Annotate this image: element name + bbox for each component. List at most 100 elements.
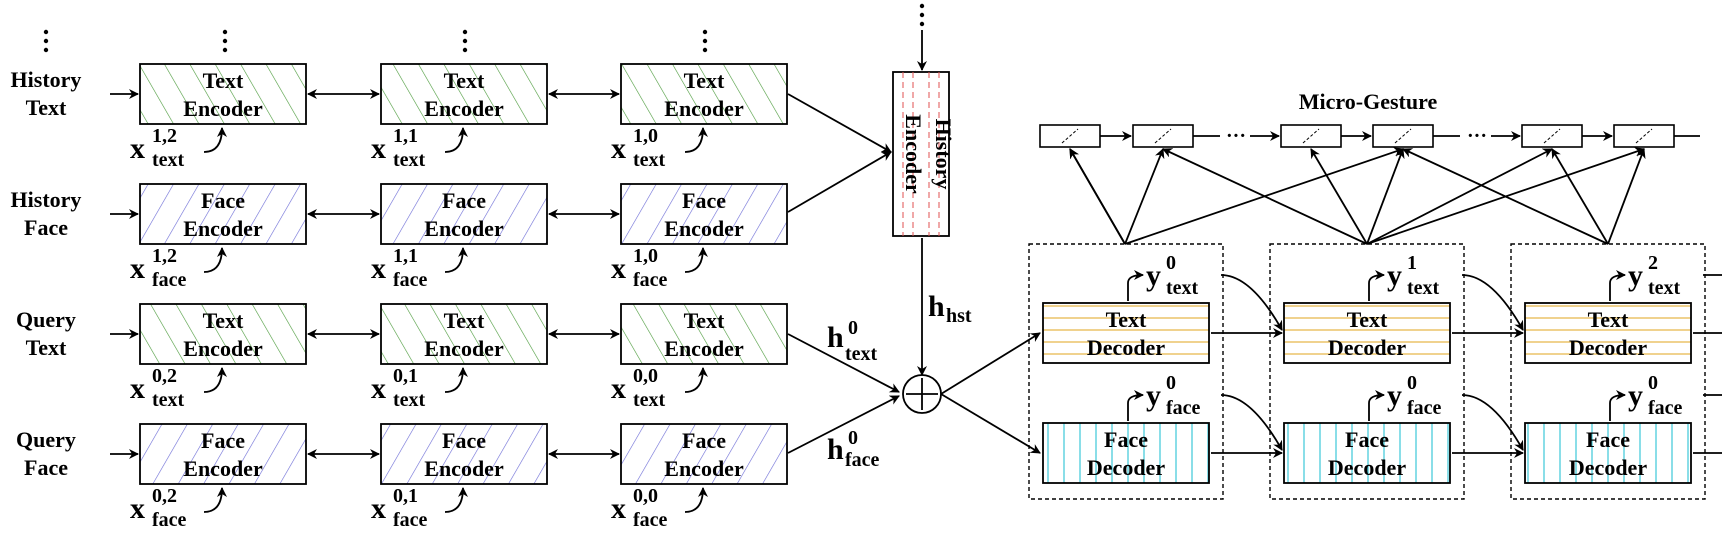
svg-text:face: face [393,509,428,531]
svg-text:text: text [845,343,878,365]
encoder-label-line1: Text [203,308,244,333]
svg-text:h: h [928,290,945,323]
svg-text:h: h [827,433,844,466]
svg-text:0: 0 [848,427,858,449]
encoder-label-line1: Face [201,188,245,213]
svg-text:text: text [393,389,426,411]
history-encoder: History Encoder [892,71,956,237]
svg-text:0: 0 [1407,372,1417,394]
row-label-query-text-2: Text [26,335,67,360]
micro-gesture-cell [1039,124,1101,148]
encoder-label-line1: Face [682,188,726,213]
svg-text:y: y [1146,379,1161,412]
history-encoder-label-1: History [931,119,956,190]
row-label-history-face-1: History [11,187,82,212]
encoder-label-line2: Encoder [424,456,504,481]
svg-text:h: h [827,321,844,354]
row-label-query-face-1: Query [16,427,76,452]
micro-gesture-cell [1280,124,1342,148]
svg-text:x: x [130,372,145,405]
svg-text:hst: hst [946,305,972,327]
svg-text:face: face [633,509,668,531]
text-decoder-label-2: Decoder [1569,335,1647,360]
encoder-label-line1: Face [201,428,245,453]
row-label-query-text-1: Query [16,307,76,332]
svg-text:x: x [371,372,386,405]
svg-text:0: 0 [1648,372,1658,394]
h-face-label: h face 0 [827,427,880,471]
encoder-label-line2: Encoder [664,456,744,481]
svg-text:face: face [1407,397,1442,419]
face-decoder-label-2: Decoder [1087,455,1165,480]
encoder-label-line1: Text [444,68,485,93]
micro-gesture-title: Micro-Gesture [1299,89,1438,114]
row-label-history-face-2: Face [24,215,68,240]
svg-text:x: x [611,372,626,405]
face-decoder-label-2: Decoder [1569,455,1647,480]
svg-text:x: x [611,492,626,525]
row-label-history-text-1: History [11,67,82,92]
svg-text:face: face [152,509,187,531]
svg-text:1,1: 1,1 [393,245,418,267]
svg-text:0,2: 0,2 [152,365,177,387]
svg-text:text: text [633,389,666,411]
svg-text:0: 0 [1166,252,1176,274]
encoder-label-line2: Encoder [664,96,744,121]
svg-text:1,0: 1,0 [633,125,658,147]
encoder-label-line2: Encoder [424,96,504,121]
svg-text:face: face [633,269,668,291]
svg-text:y: y [1387,259,1402,292]
micro-gesture-chain: ······ [1039,124,1700,245]
text-decoder-label-2: Decoder [1087,335,1165,360]
h-text-label: h text 0 [827,317,878,365]
encoder-label-line1: Face [682,428,726,453]
svg-text:text: text [152,149,185,171]
encoder-label-line1: Text [684,68,725,93]
sum-node [902,332,1041,454]
svg-text:x: x [611,252,626,285]
svg-text:face: face [152,269,187,291]
history-arrows [787,30,927,454]
face-decoder-label-1: Face [1345,427,1389,452]
svg-text:x: x [371,492,386,525]
micro-gesture-cell [1132,124,1194,148]
micro-gesture-cell [1613,124,1675,148]
svg-text:face: face [845,449,880,471]
row-label-query-face-2: Face [24,455,68,480]
svg-text:x: x [130,132,145,165]
svg-text:y: y [1146,259,1161,292]
svg-text:text: text [1407,277,1440,299]
svg-text:y: y [1628,259,1643,292]
encoder-label-line1: Text [444,308,485,333]
ellipsis: ··· [1467,125,1487,147]
continuation-dots-top [43,3,925,53]
svg-text:text: text [152,389,185,411]
svg-text:x: x [130,492,145,525]
svg-text:x: x [611,132,626,165]
svg-text:x: x [371,132,386,165]
micro-gesture-cell [1521,124,1583,148]
svg-text:face: face [393,269,428,291]
svg-text:1: 1 [1407,252,1417,274]
svg-text:0,0: 0,0 [633,365,658,387]
